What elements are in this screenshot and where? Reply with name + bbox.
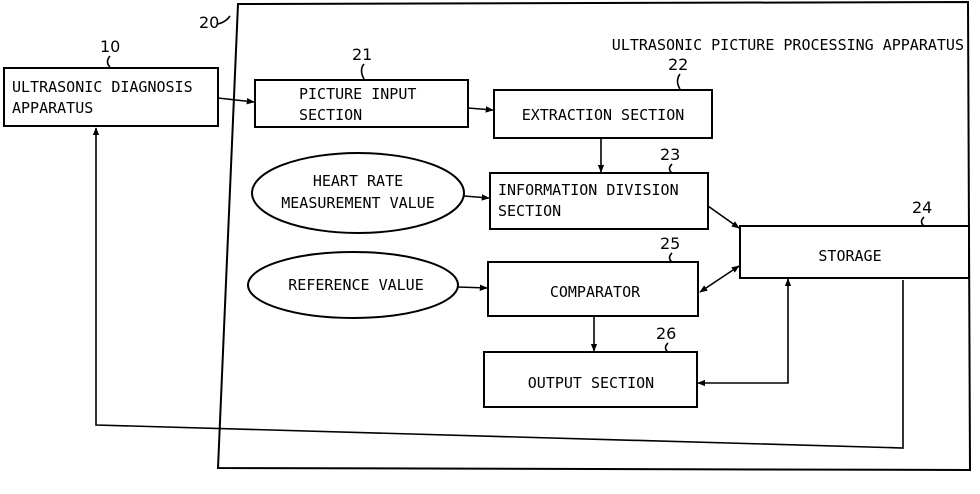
reference-value-label: REFERENCE VALUE <box>288 276 423 294</box>
output-label: OUTPUT SECTION <box>528 374 654 392</box>
picture-input-ref: 21 <box>352 45 372 64</box>
extraction-label: EXTRACTION SECTION <box>522 106 685 124</box>
outer-frame-ref: 20 <box>199 13 219 32</box>
heart-rate-label-1: HEART RATE <box>313 172 403 190</box>
picture-input-label-2: SECTION <box>299 106 362 124</box>
ultrasonic-diagnosis-ref: 10 <box>100 37 120 56</box>
heart-rate-ellipse <box>252 153 464 233</box>
ultrasonic-diagnosis-label-2: APPARATUS <box>12 99 93 117</box>
heart-rate-label-2: MEASUREMENT VALUE <box>281 194 435 212</box>
outer-frame-title: ULTRASONIC PICTURE PROCESSING APPARATUS <box>612 36 964 54</box>
information-division-label-1: INFORMATION DIVISION <box>498 181 679 199</box>
storage-label: STORAGE <box>818 247 881 265</box>
information-division-ref: 23 <box>660 145 680 164</box>
extraction-ref: 22 <box>668 55 688 74</box>
storage-ref: 24 <box>912 198 932 217</box>
output-ref: 26 <box>656 324 676 343</box>
comparator-label: COMPARATOR <box>550 283 641 301</box>
picture-input-label-1: PICTURE INPUT <box>299 85 416 103</box>
ultrasonic-diagnosis-leader <box>108 56 111 67</box>
information-division-label-2: SECTION <box>498 202 561 220</box>
ultrasonic-diagnosis-box <box>4 68 218 126</box>
comparator-ref: 25 <box>660 234 680 253</box>
ultrasonic-diagnosis-label-1: ULTRASONIC DIAGNOSIS <box>12 78 193 96</box>
outer-frame-leader <box>218 16 230 24</box>
arrow-reference-to-comparator <box>458 287 487 288</box>
